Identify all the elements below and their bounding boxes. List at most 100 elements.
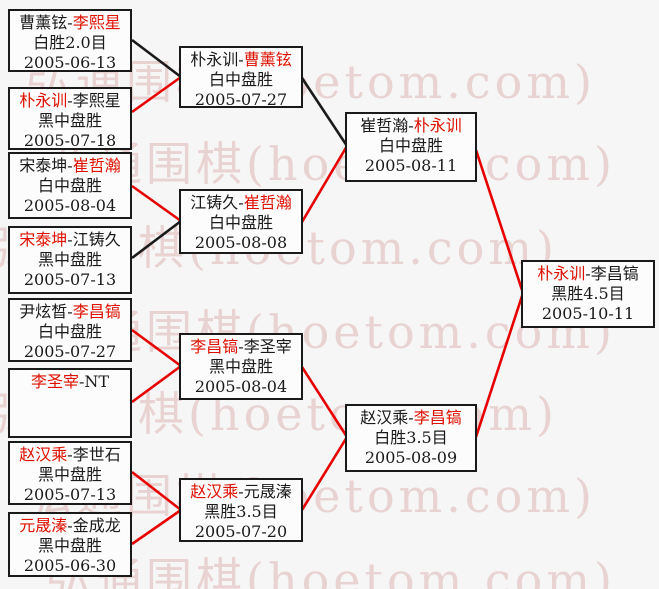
match-date: 2005-08-08 [194, 233, 288, 252]
match-players: 赵汉乘-元晟溱 [181, 482, 301, 502]
match-result: 白中盘胜 [208, 70, 273, 89]
player-name: 朴永训 [19, 91, 68, 110]
match-date: 2005-07-27 [194, 90, 288, 109]
player-separator: - [67, 516, 73, 535]
match-result: 黑胜4.5目 [551, 284, 625, 303]
player-separator: - [67, 230, 73, 249]
player-name: 李圣宰 [30, 372, 79, 391]
player-name: 赵汉乘 [360, 408, 409, 427]
bracket-connector [131, 328, 182, 368]
player-name: 元晟溱 [243, 482, 292, 501]
player-name: 朴永训 [537, 264, 586, 283]
player-name: 李昌镐 [72, 302, 121, 321]
watermark-text: 弘通围棋(hoetom.com) [46, 305, 616, 359]
match-date: 2005-07-13 [23, 270, 117, 289]
match-result: 白中盘胜 [208, 213, 273, 232]
player-name: 李圣宰 [243, 337, 292, 356]
player-separator: - [238, 50, 244, 69]
match-result: 黑中盘胜 [37, 250, 102, 269]
match-result: 白中盘胜 [37, 176, 102, 195]
player-separator: - [67, 13, 73, 32]
player-separator: - [238, 482, 244, 501]
match-box-round1-4: 宋泰坤-江铸久 黑中盘胜 2005-07-13 [8, 226, 132, 294]
player-name: 赵汉乘 [19, 445, 68, 464]
match-result: 白中盘胜 [37, 322, 102, 341]
bracket-connector [131, 364, 182, 404]
match-result: 白胜2.0目 [33, 33, 107, 52]
match-result: 黑中盘胜 [37, 536, 102, 555]
watermark-text: 弘通围棋(hoetom.com) [46, 137, 616, 191]
player-name: 崔哲瀚 [72, 156, 121, 175]
bracket-connector [300, 145, 349, 223]
bracket-connector [131, 508, 182, 546]
player-name: 金成龙 [72, 516, 121, 535]
bracket-connector [131, 75, 182, 114]
bracket-connector [131, 470, 182, 512]
match-players: 江铸久-崔哲瀚 [181, 193, 301, 213]
player-name: 元晟溱 [19, 516, 68, 535]
player-separator: - [585, 264, 591, 283]
bracket-connector [300, 77, 349, 147]
match-date: 2005-07-27 [23, 342, 117, 361]
player-name: 江铸久 [190, 193, 239, 212]
match-box-round1-8: 元晟溱-金成龙 黑中盘胜 2005-06-30 [8, 512, 132, 577]
match-box-round1-2: 朴永训-李熙星 黑中盘胜 2005-07-18 [8, 87, 132, 150]
match-date: 2005-06-30 [23, 556, 117, 575]
match-result: 白中盘胜 [378, 136, 443, 155]
player-name: 李昌镐 [413, 408, 462, 427]
match-players: 李圣宰-NT [10, 372, 130, 392]
match-players: 宋泰坤-崔哲瀚 [10, 156, 130, 176]
player-separator: - [238, 337, 244, 356]
match-box-round1-1: 曹薰铉-李熙星 白胜2.0目 2005-06-13 [8, 9, 132, 72]
match-players: 宋泰坤-江铸久 [10, 230, 130, 250]
player-name: 朴永训 [413, 116, 462, 135]
player-name: 李昌镐 [190, 337, 239, 356]
match-date: 2005-08-11 [364, 156, 458, 175]
player-name: 宋泰坤 [19, 156, 68, 175]
match-box-final: 朴永训-李昌镐 黑胜4.5目 2005-10-11 [521, 260, 655, 328]
match-players: 朴永训-曹薰铉 [181, 50, 301, 70]
player-name: 曹薰铉 [19, 13, 68, 32]
match-box-round1-7: 赵汉乘-李世石 黑中盘胜 2005-07-13 [8, 441, 132, 505]
match-result: 黑胜3.5目 [204, 502, 278, 521]
player-name: NT [84, 372, 110, 391]
player-separator: - [67, 302, 73, 321]
player-name: 江铸久 [72, 230, 121, 249]
match-date: 2005-08-04 [23, 196, 117, 215]
match-players: 曹薰铉-李熙星 [10, 13, 130, 33]
match-players: 崔哲瀚-朴永训 [347, 116, 475, 136]
player-name: 朴永训 [190, 50, 239, 69]
match-players: 元晟溱-金成龙 [10, 516, 130, 536]
match-box-quarterfinal-4: 赵汉乘-元晟溱 黑胜3.5目 2005-07-20 [179, 478, 303, 542]
player-name: 李熙星 [72, 13, 121, 32]
player-name: 崔哲瀚 [360, 116, 409, 135]
player-name: 宋泰坤 [19, 230, 68, 249]
match-box-quarterfinal-3: 李昌镐-李圣宰 黑中盘胜 2005-08-04 [179, 333, 303, 400]
player-separator: - [408, 408, 414, 427]
match-box-round1-5: 尹炫晳-李昌镐 白中盘胜 2005-07-27 [8, 298, 132, 362]
bracket-connector [474, 149, 525, 294]
match-box-semifinal-1: 崔哲瀚-朴永训 白中盘胜 2005-08-11 [345, 112, 477, 182]
match-box-round1-6: 李圣宰-NT [8, 368, 132, 438]
match-result: 白胜3.5目 [374, 428, 448, 447]
match-box-semifinal-2: 赵汉乘-李昌镐 白胜3.5目 2005-08-09 [345, 404, 477, 472]
player-separator: - [67, 445, 73, 464]
player-name: 崔哲瀚 [243, 193, 292, 212]
bracket-connector [300, 366, 349, 438]
match-date: 2005-08-09 [364, 448, 458, 467]
match-date: 2005-08-04 [194, 377, 288, 396]
match-date: 2005-06-13 [23, 53, 117, 72]
match-players: 尹炫晳-李昌镐 [10, 302, 130, 322]
match-date: 2005-10-11 [541, 304, 635, 323]
watermark-text: 弘通围棋(hoetom.com) [46, 553, 616, 589]
match-result: 黑中盘胜 [37, 111, 102, 130]
match-date: 2005-07-18 [23, 131, 117, 150]
player-separator: - [238, 193, 244, 212]
match-box-round1-3: 宋泰坤-崔哲瀚 白中盘胜 2005-08-04 [8, 152, 132, 219]
player-name: 李世石 [72, 445, 121, 464]
player-name: 曹薰铉 [243, 50, 292, 69]
player-name: 李熙星 [72, 91, 121, 110]
match-date: 2005-07-13 [23, 485, 117, 504]
